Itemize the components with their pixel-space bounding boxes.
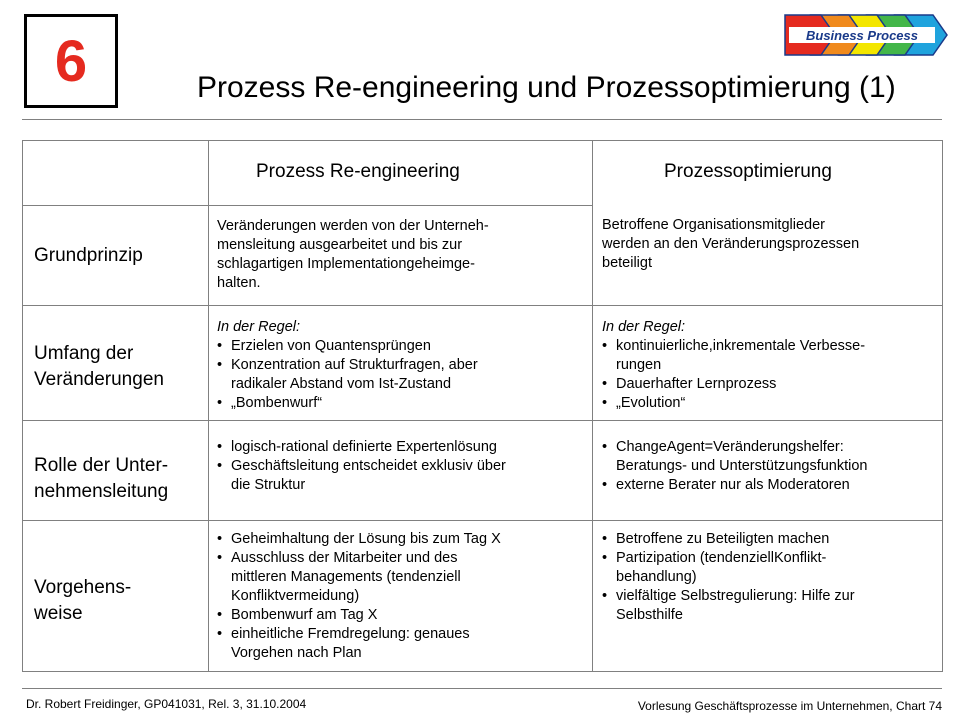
bullet-text-line: Geheimhaltung der Lösung bis zum Tag X: [231, 531, 501, 547]
bullet-item: logisch-rational definierte Expertenlösu…: [217, 438, 589, 457]
bullet-text-line: Bombenwurf am Tag X: [231, 607, 378, 623]
bullet-item: einheitliche Fremdregelung: genauesVorge…: [217, 625, 587, 663]
bullet-item: Partizipation (tendenziellKonflikt-behan…: [602, 549, 940, 587]
cell-text-line: Betroffene Organisationsmitglieder: [602, 217, 825, 233]
bullet-text-line: „Evolution“: [616, 395, 686, 411]
bullet-item: externe Berater nur als Moderatoren: [602, 476, 942, 495]
bullet-item: Geschäftsleitung entscheidet exklusiv üb…: [217, 457, 589, 495]
bullet-list: ChangeAgent=Veränderungshelfer: Beratungs…: [602, 438, 942, 495]
footer-course-chart: Vorlesung Geschäftsprozesse im Unternehm…: [637, 699, 942, 713]
bullet-text-line: Partizipation (tendenziellKonflikt-: [616, 550, 827, 566]
bullet-item: Geheimhaltung der Lösung bis zum Tag X: [217, 530, 587, 549]
bullet-text-line: logisch-rational definierte Expertenlösu…: [231, 439, 497, 455]
bullet-list: kontinuierliche,inkrementale Verbesse-ru…: [602, 337, 940, 413]
row-divider: [22, 205, 592, 206]
bullet-text-line: Geschäftsleitung entscheidet exklusiv üb…: [231, 458, 506, 474]
cell-umfang-reengineering: In der Regel: Erzielen von Quantensprünge…: [217, 318, 587, 413]
bullet-text-line: vielfältige Selbstregulierung: Hilfe zur: [616, 588, 855, 604]
cell-intro: In der Regel:: [217, 319, 301, 335]
row-divider: [22, 305, 942, 306]
bullet-text-line: Dauerhafter Lernprozess: [616, 376, 777, 392]
bullet-text-line: Ausschluss der Mitarbeiter und des: [231, 550, 458, 566]
bullet-item: Konzentration auf Strukturfragen, aber ra…: [217, 356, 587, 394]
column-header-optimierung: Prozessoptimierung: [664, 161, 832, 182]
row-label-line: weise: [34, 603, 83, 624]
row-divider: [22, 520, 942, 521]
cell-text-line: schlagartigen Implementationgeheimge-: [217, 256, 475, 272]
row-label-vorgehensweise: Vorgehens-weise: [34, 575, 131, 627]
page-title: Prozess Re-engineering und Prozessoptimi…: [197, 71, 896, 104]
bullet-text-line: behandlung): [616, 569, 697, 585]
cell-rolle-optimierung: ChangeAgent=Veränderungshelfer: Beratungs…: [602, 438, 942, 495]
bullet-item: „Evolution“: [602, 394, 940, 413]
cell-vorgehensweise-reengineering: Geheimhaltung der Lösung bis zum Tag X Au…: [217, 530, 587, 663]
row-label-line: Veränderungen: [34, 369, 164, 390]
logo-text: Business Process: [806, 28, 918, 43]
bullet-text-line: externe Berater nur als Moderatoren: [616, 477, 850, 493]
bullet-list: Erzielen von QuantensprüngenKonzentratio…: [217, 337, 587, 413]
cell-text-line: mensleitung ausgearbeitet und bis zur: [217, 237, 463, 253]
row-label-line: Rolle der Unter-: [34, 455, 169, 476]
bullet-text-line: Erzielen von Quantensprüngen: [231, 338, 431, 354]
title-divider: [22, 119, 942, 120]
cell-vorgehensweise-optimierung: Betroffene zu Beteiligten machenPartizip…: [602, 530, 940, 625]
logo-text-band: [789, 27, 935, 43]
bullet-text-line: radikaler Abstand vom Ist-Zustand: [231, 376, 452, 392]
cell-text-line: halten.: [217, 275, 261, 291]
bullet-item: Ausschluss der Mitarbeiter und des mittle…: [217, 549, 587, 606]
footer-author: Dr. Robert Freidinger, GP041031, Rel. 3,…: [26, 697, 307, 711]
cell-intro: In der Regel:: [602, 319, 686, 335]
cell-grundprinzip-reengineering: Veränderungen werden von der Unterneh-me…: [217, 217, 587, 293]
cell-grundprinzip-optimierung: Betroffene Organisationsmitglieder werden…: [602, 216, 940, 273]
bullet-text-line: ChangeAgent=Veränderungshelfer:: [616, 439, 844, 455]
row-label-line: Umfang der: [34, 343, 134, 364]
bullet-text-line: Beratungs- und Unterstützungsfunktion: [616, 458, 868, 474]
bullet-text-line: kontinuierliche,inkrementale Verbesse-: [616, 338, 866, 354]
row-label-line: Grundprinzip: [34, 245, 143, 266]
bullet-item: Bombenwurf am Tag X: [217, 606, 587, 625]
chapter-number: 6: [54, 28, 88, 94]
bullet-item: Erzielen von Quantensprüngen: [217, 337, 587, 356]
bullet-text-line: Selbsthilfe: [616, 607, 683, 623]
row-label-rolle: Rolle der Unter-nehmensleitung: [34, 453, 168, 505]
row-label-line: nehmensleitung: [34, 481, 169, 502]
bullet-text-line: mittleren Managements (tendenziell: [231, 569, 461, 585]
bullet-item: Betroffene zu Beteiligten machen: [602, 530, 940, 549]
row-label-grundprinzip: Grundprinzip: [34, 243, 143, 269]
column-divider: [592, 140, 593, 672]
business-process-logo: Business Process: [784, 14, 948, 56]
row-divider: [22, 420, 942, 421]
column-header-reengineering: Prozess Re-engineering: [256, 161, 460, 182]
bullet-item: „Bombenwurf“: [217, 394, 587, 413]
bullet-text-line: Konfliktvermeidung): [231, 588, 360, 604]
column-divider: [208, 140, 209, 672]
bullet-text-line: „Bombenwurf“: [231, 395, 323, 411]
footer-divider: [22, 688, 942, 689]
cell-text-line: Veränderungen werden von der Unterneh-: [217, 218, 489, 234]
bullet-text-line: Betroffene zu Beteiligten machen: [616, 531, 830, 547]
bullet-item: ChangeAgent=Veränderungshelfer: Beratungs…: [602, 438, 942, 476]
cell-text-line: werden an den Veränderungsprozessen: [602, 236, 860, 252]
bullet-list: logisch-rational definierte Expertenlösu…: [217, 438, 589, 495]
bullet-item: Dauerhafter Lernprozess: [602, 375, 940, 394]
cell-text-line: beteiligt: [602, 255, 652, 271]
cell-rolle-reengineering: logisch-rational definierte Expertenlösu…: [217, 438, 589, 495]
bullet-list: Geheimhaltung der Lösung bis zum Tag X Au…: [217, 530, 587, 663]
bullet-list: Betroffene zu Beteiligten machenPartizip…: [602, 530, 940, 625]
bullet-text-line: rungen: [616, 357, 662, 373]
bullet-item: kontinuierliche,inkrementale Verbesse-ru…: [602, 337, 940, 375]
bullet-text-line: die Struktur: [231, 477, 306, 493]
bullet-item: vielfältige Selbstregulierung: Hilfe zur…: [602, 587, 940, 625]
row-label-line: Vorgehens-: [34, 577, 132, 598]
cell-umfang-optimierung: In der Regel: kontinuierliche,inkremental…: [602, 318, 940, 413]
bullet-text-line: Vorgehen nach Plan: [231, 645, 362, 661]
bullet-text-line: Konzentration auf Strukturfragen, aber: [231, 357, 478, 373]
chapter-number-box: 6: [24, 14, 118, 108]
comparison-table: [22, 140, 943, 672]
bullet-text-line: einheitliche Fremdregelung: genaues: [231, 626, 470, 642]
